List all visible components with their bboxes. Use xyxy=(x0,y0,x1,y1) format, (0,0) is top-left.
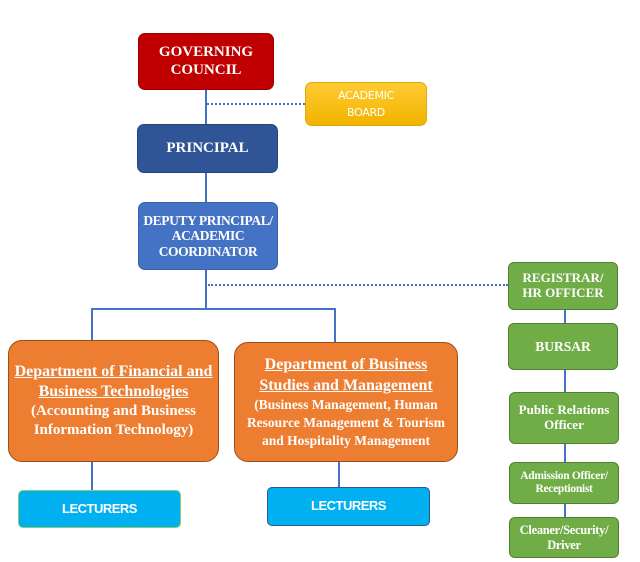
node-admission-officer: Admission Officer/ Receptionist xyxy=(509,462,619,504)
node-deputy-principal: DEPUTY PRINCIPAL/ ACADEMIC COORDINATOR xyxy=(138,202,278,270)
node-academic-board: ACADEMIC BOARD xyxy=(305,82,427,126)
node-deputy-line2: ACADEMIC xyxy=(171,228,245,244)
node-registrar-line1: REGISTRAR/ xyxy=(522,270,604,286)
node-admission-line1: Admission Officer/ xyxy=(520,469,608,482)
dashed-connector-registrar xyxy=(208,284,508,286)
node-registrar-line2: HR OFFICER xyxy=(522,285,604,300)
node-governing-council: GOVERNING COUNCIL xyxy=(138,33,274,90)
connector-deputy-departments xyxy=(205,270,207,310)
connector-dept2-drop xyxy=(334,308,336,342)
connector-bursar-pr xyxy=(564,370,566,392)
node-dept2-title-line1: Department of Business xyxy=(264,355,428,373)
node-lecturers-business: LECTURERS xyxy=(267,487,430,526)
node-principal-label: PRINCIPAL xyxy=(166,139,249,156)
node-lecturers-1-label: LECTURERS xyxy=(62,500,137,516)
node-dept1-title-line2: Business Technologies xyxy=(38,383,189,401)
connector-registrar-bursar xyxy=(564,310,566,323)
connector-departments-bar xyxy=(91,308,336,310)
node-dept1-subtitle-line2: Information Technology) xyxy=(33,422,194,438)
node-principal: PRINCIPAL xyxy=(137,124,278,173)
node-dept-business-studies: Department of Business Studies and Manag… xyxy=(234,342,458,462)
node-governing-council-line1: GOVERNING xyxy=(158,44,254,61)
node-deputy-line1: DEPUTY PRINCIPAL/ xyxy=(143,212,273,228)
connector-principal-deputy xyxy=(205,173,207,202)
node-dept2-title-line2: Studies and Management xyxy=(259,376,433,394)
node-pr-line2: Officer xyxy=(544,417,584,432)
node-bursar: BURSAR xyxy=(508,323,618,370)
node-cleaner-line1: Cleaner/Security/ xyxy=(519,523,609,538)
node-dept2-subtitle-line3: and Hospitality Management xyxy=(261,432,430,448)
node-dept1-title-line1: Department of Financial and xyxy=(14,363,213,381)
node-cleaner-security-driver: Cleaner/Security/ Driver xyxy=(509,517,619,558)
connector-dept1-drop xyxy=(91,308,93,340)
node-pr-line1: Public Relations xyxy=(518,402,610,418)
node-admission-line2: Receptionist xyxy=(535,483,593,495)
node-academic-board-line1: ACADEMIC xyxy=(338,88,394,102)
node-dept2-subtitle-line1: (Business Management, Human xyxy=(254,397,438,413)
connector-dept2-lecturers xyxy=(338,462,340,487)
node-academic-board-line2: BOARD xyxy=(347,106,385,119)
dashed-connector-academic-board xyxy=(207,103,305,105)
connector-admission-cleaner xyxy=(564,504,566,517)
node-dept1-subtitle-line1: (Accounting and Business xyxy=(30,403,197,420)
node-lecturers-2-label: LECTURERS xyxy=(311,498,386,514)
node-cleaner-line2: Driver xyxy=(547,537,581,552)
connector-council-principal xyxy=(205,90,207,124)
connector-pr-admission xyxy=(564,444,566,462)
node-deputy-line3: COORDINATOR xyxy=(158,243,258,259)
node-dept-financial-business-tech: Department of Financial and Business Tec… xyxy=(8,340,219,462)
node-public-relations: Public Relations Officer xyxy=(509,392,619,444)
node-bursar-label: BURSAR xyxy=(535,338,591,354)
node-registrar-hr: REGISTRAR/ HR OFFICER xyxy=(508,262,618,310)
node-governing-council-line2: COUNCIL xyxy=(170,61,242,78)
connector-dept1-lecturers xyxy=(91,462,93,490)
node-lecturers-financial: LECTURERS xyxy=(18,490,181,528)
node-dept2-subtitle-line2: Resource Management & Tourism xyxy=(246,415,446,431)
